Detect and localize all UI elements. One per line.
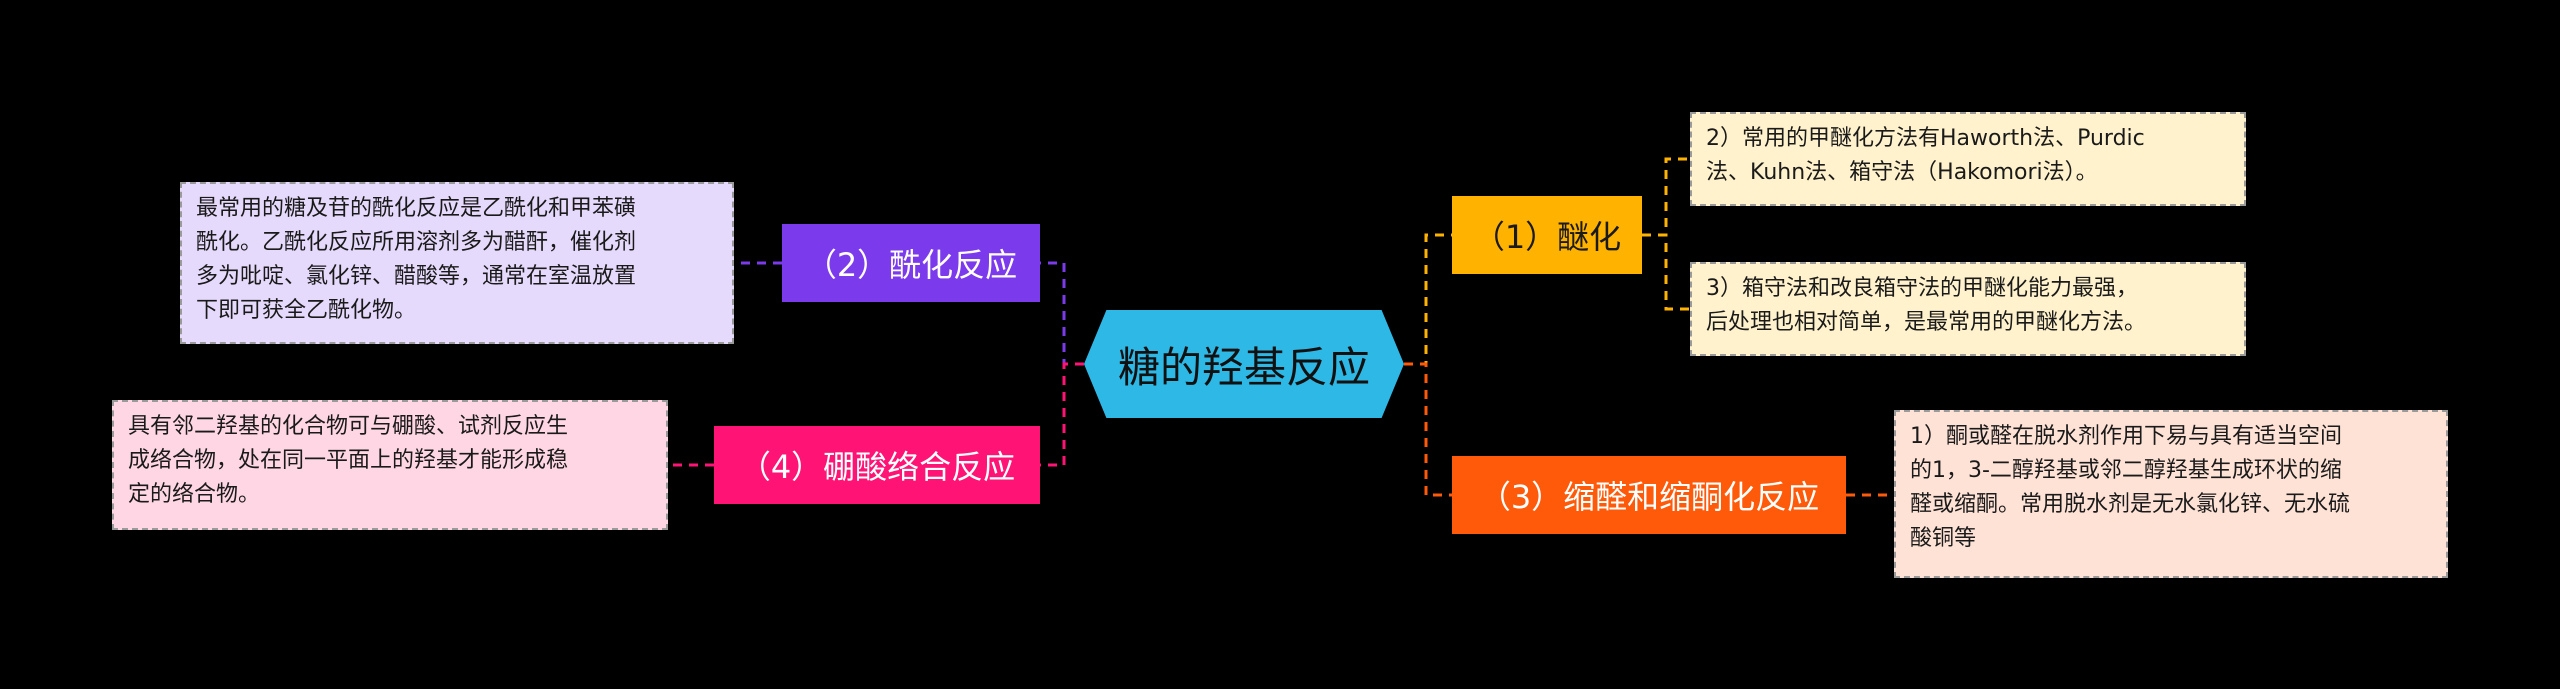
note-line: 后处理也相对简单，是最常用的甲醚化方法。: [1706, 310, 2147, 335]
note-line: 多为吡啶、氯化锌、醋酸等，通常在室温放置: [196, 264, 637, 289]
branch-label: （1）醚化: [1472, 218, 1622, 256]
note-line: 的1，3-二醇羟基或邻二醇羟基生成环状的缩: [1910, 458, 2342, 483]
note-borate-complex[interactable]: 具有邻二羟基的化合物可与硼酸、试剂反应生 成络合物，处在同一平面上的羟基才能形成…: [112, 400, 668, 530]
connector-b1-n2: [1642, 233, 1690, 311]
note-line: 酰化。乙酰化反应所用溶剂多为醋酐，催化剂: [196, 230, 637, 255]
note-methylation-methods[interactable]: 2）常用的甲醚化方法有Haworth法、Purdic 法、Kuhn法、箱守法（H…: [1690, 112, 2246, 206]
note-hakomori[interactable]: 3）箱守法和改良箱守法的甲醚化能力最强， 后处理也相对简单，是最常用的甲醚化方法…: [1690, 262, 2246, 356]
connector-center-b3: [1404, 362, 1452, 497]
central-topic-label: 糖的羟基反应: [1117, 342, 1370, 392]
note-line: 1）酮或醛在脱水剂作用下易与具有适当空间: [1910, 424, 2342, 449]
branch-etherification[interactable]: （1）醚化: [1452, 196, 1642, 274]
note-line: 下即可获全乙酰化物。: [196, 298, 417, 323]
note-acylation[interactable]: 最常用的糖及苷的酰化反应是乙酰化和甲苯磺 酰化。乙酰化反应所用溶剂多为醋酐，催化…: [180, 182, 734, 344]
note-line: 最常用的糖及苷的酰化反应是乙酰化和甲苯磺: [196, 196, 637, 221]
note-line: 酸铜等: [1910, 526, 1977, 551]
branch-label: （2）酰化反应: [804, 246, 1018, 284]
note-line: 具有邻二羟基的化合物可与硼酸、试剂反应生: [128, 414, 569, 439]
note-line: 法、Kuhn法、箱守法（Hakomori法）。: [1706, 160, 2098, 185]
note-acetal-ketal[interactable]: 1）酮或醛在脱水剂作用下易与具有适当空间 的1，3-二醇羟基或邻二醇羟基生成环状…: [1894, 410, 2448, 578]
branch-label: （4）硼酸络合反应: [738, 448, 1016, 486]
note-line: 3）箱守法和改良箱守法的甲醚化能力最强，: [1706, 276, 2138, 301]
branch-label: （3）缩醛和缩酮化反应: [1478, 478, 1820, 516]
connector-center-b2: [1040, 261, 1084, 366]
branch-acetal-ketal[interactable]: （3）缩醛和缩酮化反应: [1452, 456, 1846, 534]
connector-center-b4: [1040, 362, 1084, 467]
central-topic[interactable]: 糖的羟基反应: [1084, 310, 1404, 418]
connector-center-b1: [1404, 233, 1452, 366]
note-line: 成络合物，处在同一平面上的羟基才能形成稳: [128, 448, 569, 473]
branch-borate-complex[interactable]: （4）硼酸络合反应: [714, 426, 1040, 504]
connector-b1-n1: [1642, 157, 1690, 237]
branch-acylation[interactable]: （2）酰化反应: [782, 224, 1040, 302]
note-line: 2）常用的甲醚化方法有Haworth法、Purdic: [1706, 126, 2145, 151]
note-line: 醛或缩酮。常用脱水剂是无水氯化锌、无水硫: [1910, 492, 2351, 517]
note-line: 定的络合物。: [128, 482, 261, 507]
